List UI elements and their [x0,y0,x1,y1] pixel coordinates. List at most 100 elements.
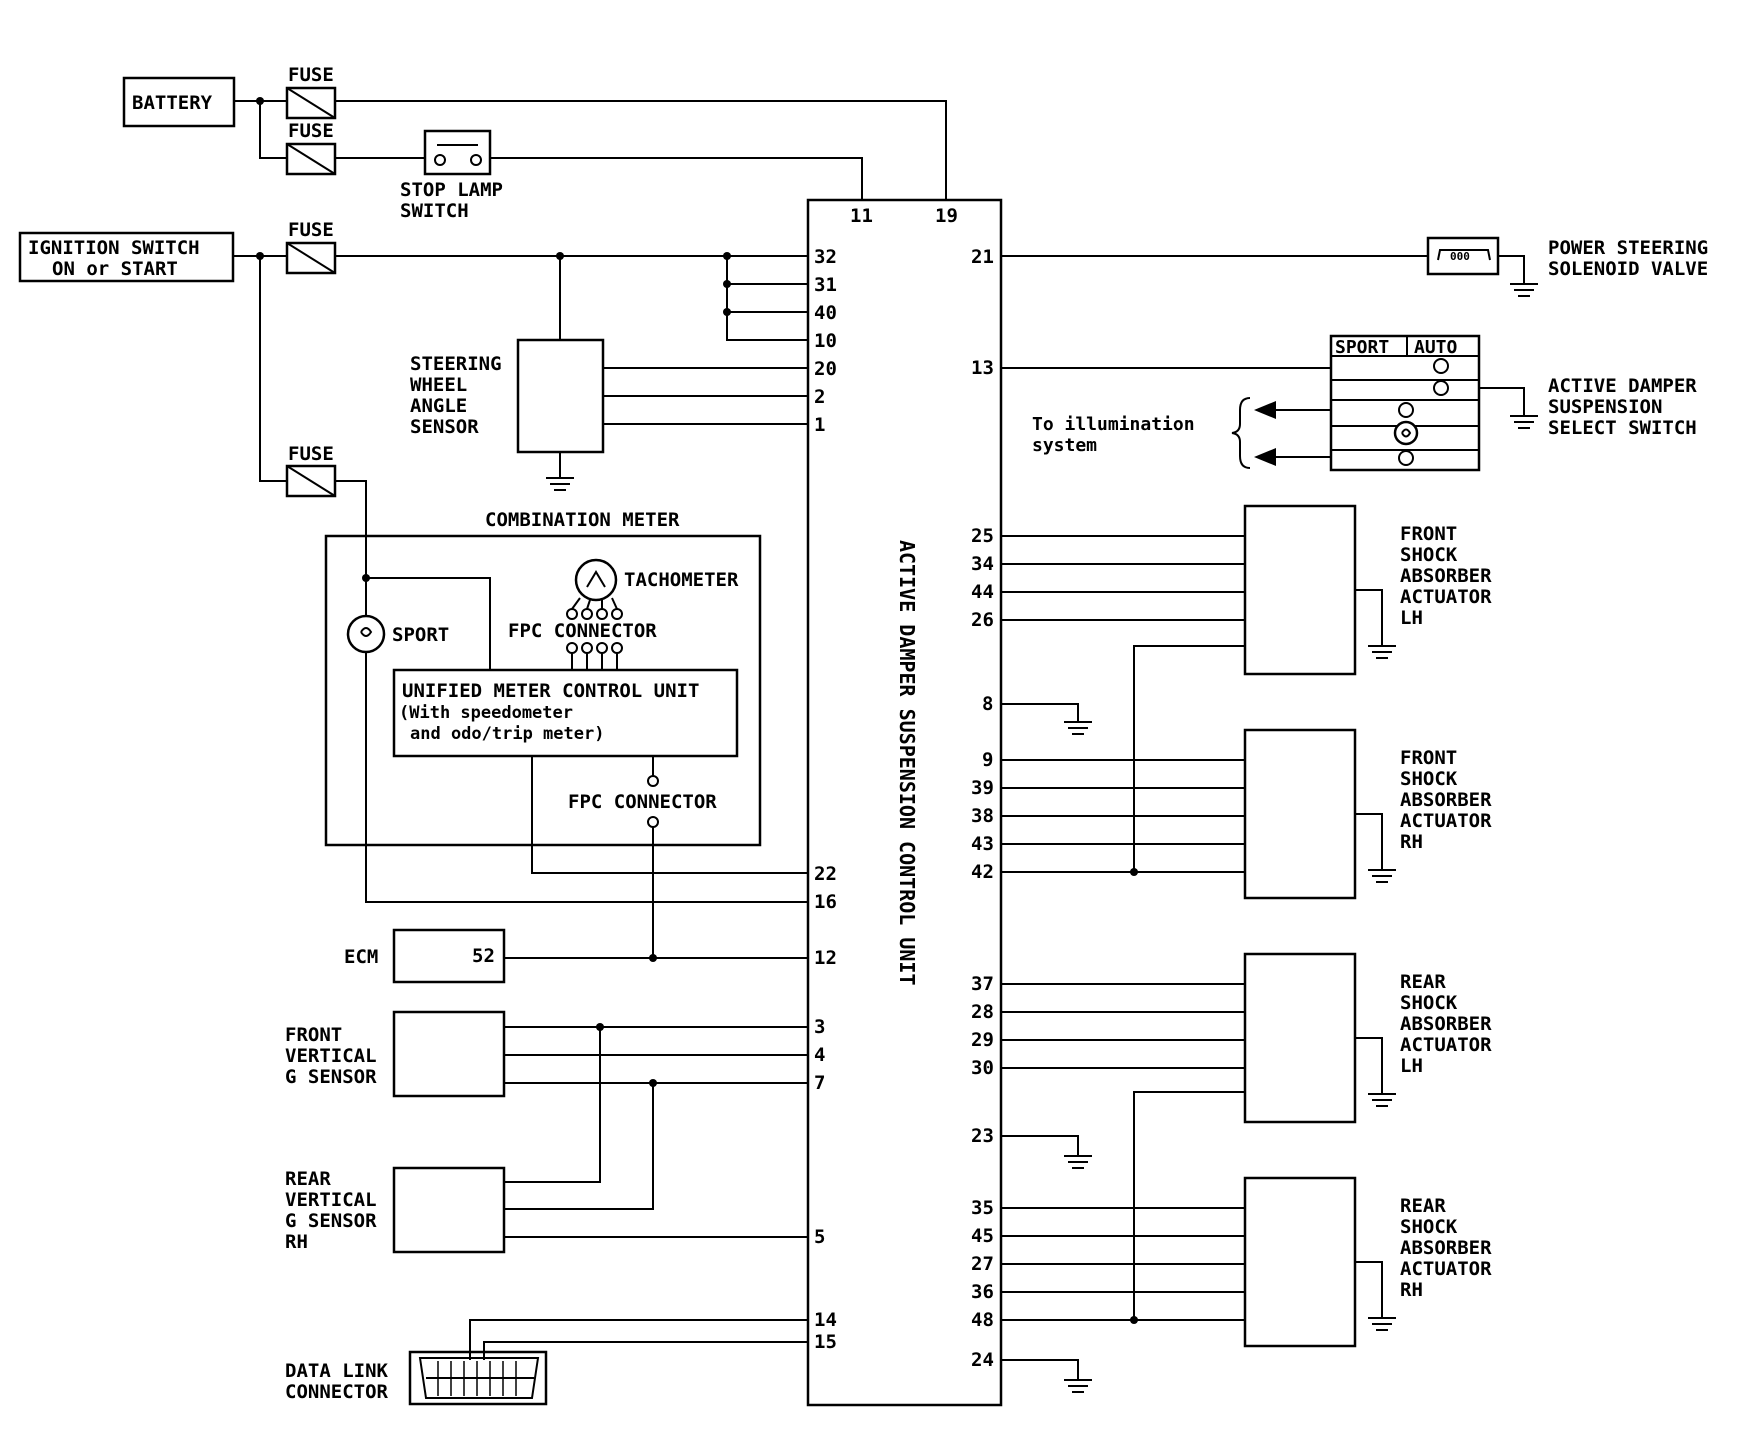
front-shock-absorber-actuator-rh: FRONT SHOCK ABSORBER ACTUATOR RH [1001,728,1492,900]
ecm-label: ECM [344,946,378,968]
rl-label-3: ABSORBER [1400,1013,1492,1035]
rvg-label-1: REAR [285,1168,331,1190]
rl-label-5: LH [1400,1055,1423,1077]
sport-lamp-label: SPORT [392,624,449,646]
ecm-pin-label: 52 [472,945,495,967]
fvg-label-2: VERTICAL [285,1045,377,1067]
steering-wheel-angle-sensor: STEERING WHEEL ANGLE SENSOR [410,338,808,491]
rear-shock-absorber-actuator-lh: REAR SHOCK ABSORBER ACTUATOR LH [1001,952,1492,1320]
rear-vertical-g-sensor: REAR VERTICAL G SENSOR RH [285,1027,808,1254]
pin-35: 35 [971,1197,994,1219]
fvg-label-1: FRONT [285,1024,342,1046]
control-unit-label: ACTIVE DAMPER SUSPENSION CONTROL UNIT [895,540,919,986]
control-unit-left-pins: 11 19 32 31 40 10 20 2 1 22 16 12 3 4 7 … [814,205,958,1353]
rvg-label-2: VERTICAL [285,1189,377,1211]
pin-40: 40 [814,302,837,324]
front-vertical-g-sensor: FRONT VERTICAL G SENSOR [285,1010,808,1098]
umcu-label-3: and odo/trip meter) [410,724,604,744]
tachometer-label: TACHOMETER [624,569,739,591]
pin-29: 29 [971,1029,994,1051]
fuse-2-label: FUSE [288,120,334,142]
fl-label-3: ABSORBER [1400,565,1492,587]
ignition-label-2: ON or START [52,258,178,280]
battery-wiring [234,97,947,200]
umcu-label-2: (With speedometer [399,703,573,723]
select-auto-label: AUTO [1414,337,1458,358]
fuse-1-label: FUSE [288,64,334,86]
pin-23: 23 [971,1125,994,1147]
pin-36: 36 [971,1281,994,1303]
sws-label-2: WHEEL [410,374,467,396]
arrow-left-icon [1254,401,1276,419]
select-label-2: SUSPENSION [1548,396,1662,418]
combination-meter-label: COMBINATION METER [485,509,680,531]
select-label-1: ACTIVE DAMPER [1548,375,1697,397]
fl-label-4: ACTUATOR [1400,586,1492,608]
pin-16: 16 [814,891,837,913]
active-damper-suspension-select-switch[interactable]: SPORT AUTO ACTIVE DAMPER SUSPENSION SELE… [1001,334,1697,472]
pin-2: 2 [814,386,825,408]
pin-34: 34 [971,553,994,575]
rr-label-2: SHOCK [1400,1216,1458,1238]
sport-lamp-icon [346,614,386,654]
pin-13: 13 [971,357,994,379]
pin-30: 30 [971,1057,994,1079]
tachometer-icon [574,558,618,602]
pin-1: 1 [814,414,825,436]
power-steering-solenoid-valve: 000 POWER STEERING SOLENOID VALVE [1001,236,1708,297]
illumination-label-2: system [1032,435,1097,456]
rr-label-1: REAR [1400,1195,1446,1217]
fr-label-4: ACTUATOR [1400,810,1492,832]
fr-label-1: FRONT [1400,747,1457,769]
rvg-label-4: RH [285,1231,308,1253]
solenoid-coil-icon: 000 [1450,250,1470,263]
ground-pin-24 [1001,1359,1092,1393]
ignition-fuses: FUSE FUSE [285,219,337,498]
pin-8: 8 [982,693,993,715]
arrow-left-icon [1254,448,1276,466]
rr-label-5: RH [1400,1279,1423,1301]
battery-fuses: FUSE FUSE [285,64,337,176]
illumination-connection: To illumination system [1032,397,1331,469]
pin-12: 12 [814,947,837,969]
select-label-3: SELECT SWITCH [1548,417,1697,439]
pin-14: 14 [814,1309,837,1331]
fpc-connector-bottom-label: FPC CONNECTOR [568,791,717,813]
rr-label-4: ACTUATOR [1400,1258,1492,1280]
pin-10: 10 [814,330,837,352]
ground-pin-23 [1001,1135,1092,1169]
combination-meter: COMBINATION METER SPORT TACHOMETER FPC C… [324,509,808,962]
pin-45: 45 [971,1225,994,1247]
pin-5: 5 [814,1226,825,1248]
pin-4: 4 [814,1044,825,1066]
pin-43: 43 [971,833,994,855]
pin-28: 28 [971,1001,994,1023]
battery: BATTERY [122,76,236,128]
ignition-label-1: IGNITION SWITCH [28,237,200,259]
rl-label-4: ACTUATOR [1400,1034,1492,1056]
ground-pin-8 [1001,703,1092,735]
data-link-connector[interactable]: DATA LINK CONNECTOR [285,1319,808,1406]
select-lamp-icon [1393,420,1419,446]
ps-label-2: SOLENOID VALVE [1548,258,1708,280]
fr-label-2: SHOCK [1400,768,1458,790]
pin-7: 7 [814,1072,825,1094]
pin-20: 20 [814,358,837,380]
pin-11: 11 [850,205,873,227]
ps-label-1: POWER STEERING [1548,237,1708,259]
pin-48: 48 [971,1309,994,1331]
fl-label-1: FRONT [1400,523,1457,545]
active-damper-suspension-control-unit: ACTIVE DAMPER SUSPENSION CONTROL UNIT [806,198,1003,1407]
battery-label: BATTERY [132,92,213,114]
fuse-4-label: FUSE [288,443,334,465]
pin-22: 22 [814,863,837,885]
rl-label-1: REAR [1400,971,1446,993]
fvg-label-3: G SENSOR [285,1066,377,1088]
pin-9: 9 [982,749,993,771]
pin-44: 44 [971,581,994,603]
pin-27: 27 [971,1253,994,1275]
dlc-label-2: CONNECTOR [285,1381,389,1403]
ecm: ECM 52 [344,928,808,984]
fl-label-5: LH [1400,607,1423,629]
pin-3: 3 [814,1016,825,1038]
